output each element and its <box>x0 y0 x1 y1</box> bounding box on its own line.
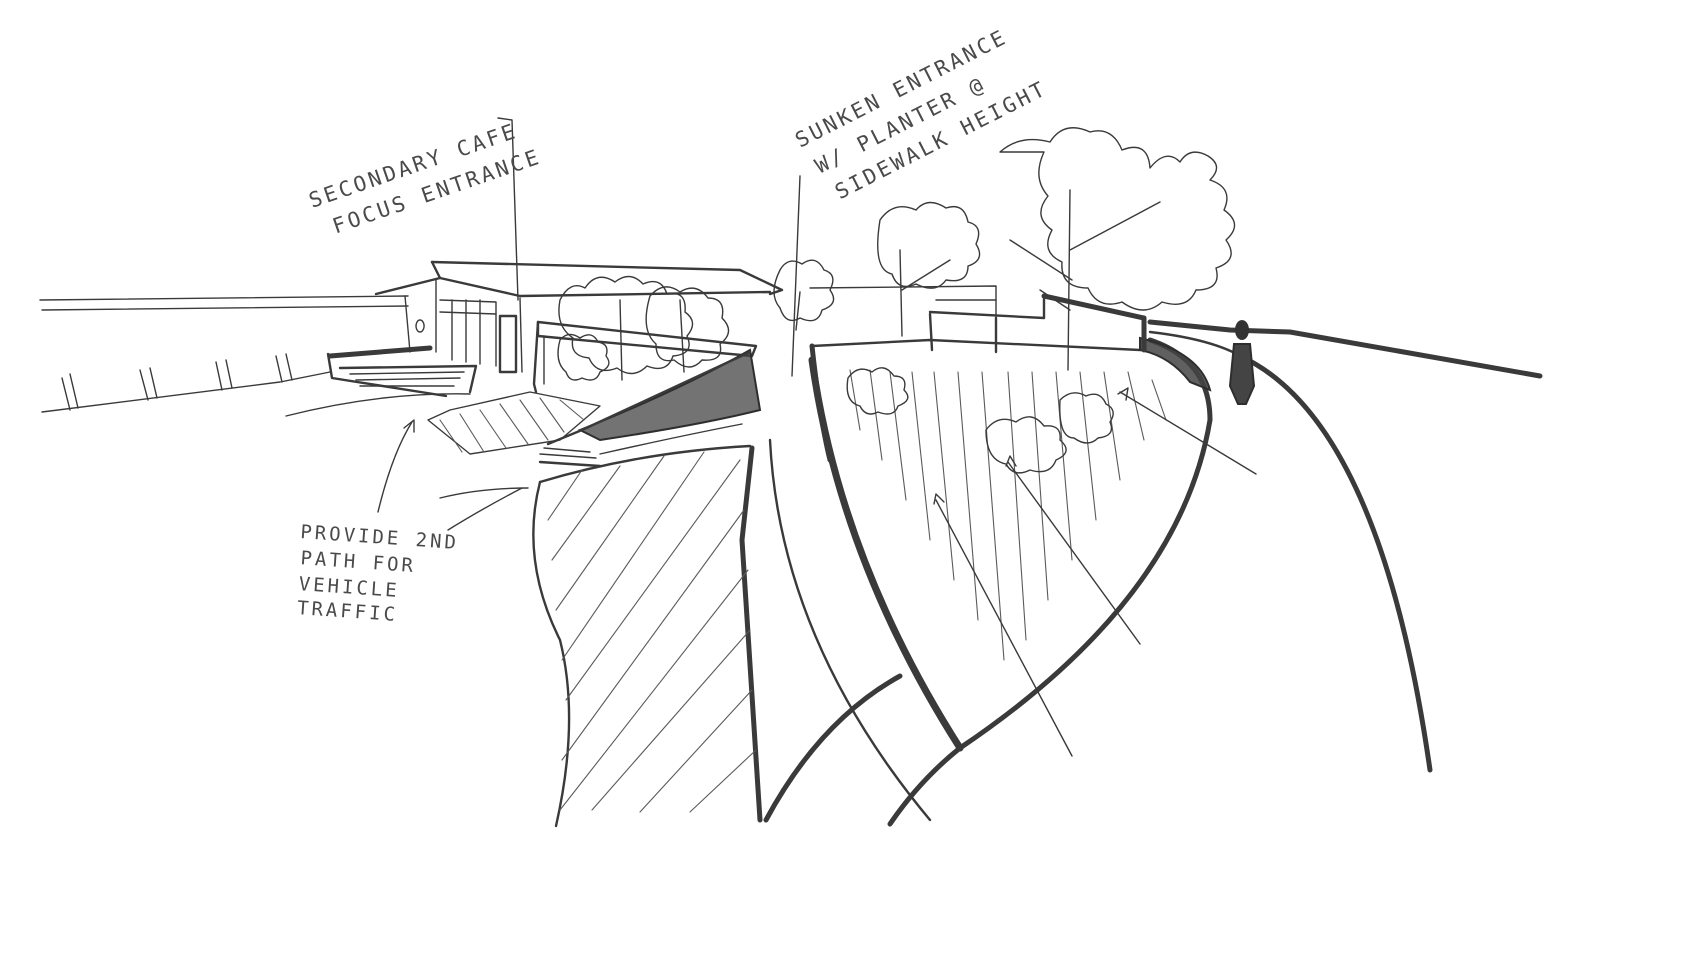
annotation-vehicle-path-line4: TRAFFIC <box>296 597 398 626</box>
cafe-terrace <box>285 345 478 417</box>
pedestrian-figure <box>1228 320 1256 405</box>
curved-paths <box>763 319 1543 827</box>
background-trees <box>558 259 835 381</box>
planter-right-hatched <box>808 336 1213 752</box>
sidewalk-wall <box>809 285 1147 354</box>
trees-right <box>877 127 1236 371</box>
path-hatching-left <box>427 391 601 455</box>
leader-lines <box>377 117 1257 757</box>
fence-posts <box>61 353 293 411</box>
plaza-left-hatched <box>532 444 763 828</box>
annotation-secondary-cafe: SECONDARY CAFE FOCUS ENTRANCE <box>306 119 545 239</box>
annotation-vehicle-path-line2: PATH FOR <box>300 547 417 577</box>
annotation-vehicle-path: PROVIDE 2ND PATH FOR VEHICLE TRAFFIC <box>296 521 459 626</box>
annotation-sunken-entrance: SUNKEN ENTRANCE W/ PLANTER @ SIDEWALK HE… <box>791 25 1051 204</box>
sunken-ramp <box>538 348 762 468</box>
horizon-lines <box>39 295 409 413</box>
cafe-building <box>374 260 784 374</box>
